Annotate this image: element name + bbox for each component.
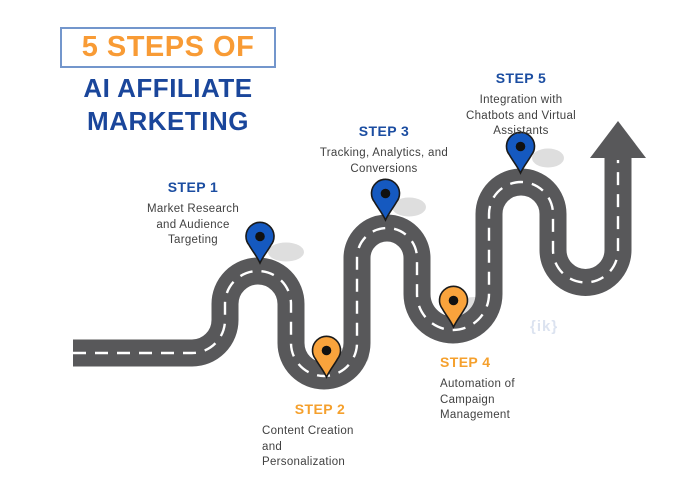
pin-shadow-1	[268, 242, 304, 262]
step-2-label: STEP 2	[294, 401, 346, 417]
road-path	[73, 156, 632, 390]
step-4-description: Automation of Campaign Management	[440, 378, 515, 421]
step-1-description: Market Research and Audience Targeting	[146, 203, 240, 246]
step-2-description: Content Creation and Personalization	[262, 425, 354, 468]
step-4-label: STEP 4	[440, 354, 491, 370]
step-5-description: Integration with Chatbots and Virtual As…	[466, 94, 576, 137]
step-5-label: STEP 5	[495, 70, 547, 86]
page-title-line-2: MARKETING	[87, 106, 249, 136]
title-badge: 5 STEPS OF	[60, 27, 276, 68]
page-title-line-1: AI AFFILIATE	[83, 73, 253, 103]
step-2-block: STEP 2 Content Creation and Personalizat…	[262, 401, 378, 471]
map-pin-icon-step-3	[370, 178, 401, 221]
pin-shadow-5	[532, 148, 564, 168]
step-4-block: STEP 4 Automation of Campaign Management	[440, 354, 552, 424]
ik-watermark: {ik}	[530, 318, 559, 335]
step-3-label: STEP 3	[358, 123, 410, 139]
step-3-description: Tracking, Analytics, and Conversions	[319, 147, 449, 175]
map-pin-icon-step-1	[245, 221, 275, 264]
step-1-label: STEP 1	[167, 179, 219, 195]
step-5-block: STEP 5 Integration with Chatbots and Vir…	[450, 70, 592, 140]
pin-shadow-3	[392, 197, 426, 217]
step-3-block: STEP 3 Tracking, Analytics, and Conversi…	[310, 123, 458, 177]
step-1-block: STEP 1 Market Research and Audience Targ…	[136, 179, 250, 249]
arrow-up-icon	[590, 121, 646, 158]
page-title: AI AFFILIATE MARKETING	[48, 72, 288, 138]
